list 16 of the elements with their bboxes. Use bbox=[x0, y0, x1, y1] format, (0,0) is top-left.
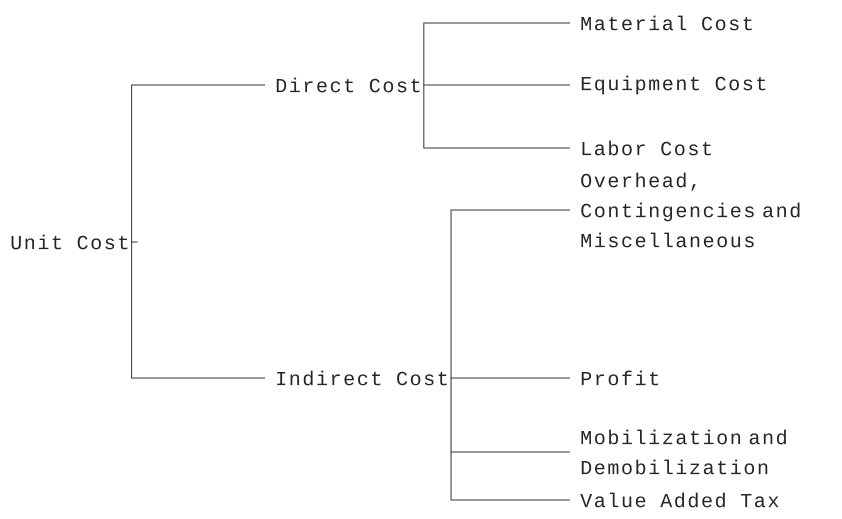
tree-label: Direct Cost bbox=[276, 78, 420, 92]
tree-label: Profit bbox=[582, 370, 658, 386]
tree-label: Unit Cost bbox=[12, 234, 128, 250]
tree-label: Value Added Tax bbox=[580, 492, 778, 508]
tree-connector bbox=[450, 378, 570, 500]
tree-connector bbox=[131, 84, 266, 242]
tree-label: Labor Cost bbox=[582, 140, 711, 156]
tree-label: Indirect Cost bbox=[277, 370, 447, 386]
tree-connector bbox=[423, 84, 570, 148]
tree-label: Overhead, Contingencies and Miscellaneous bbox=[581, 172, 800, 248]
tree-label: Equipment Cost bbox=[582, 76, 766, 94]
tree-connector bbox=[131, 242, 266, 378]
tree-connector bbox=[423, 22, 570, 86]
tree-label: Mobilization and Demobilization bbox=[581, 430, 786, 474]
tree-label: Material Cost bbox=[581, 16, 752, 30]
tree-connector bbox=[450, 210, 570, 378]
